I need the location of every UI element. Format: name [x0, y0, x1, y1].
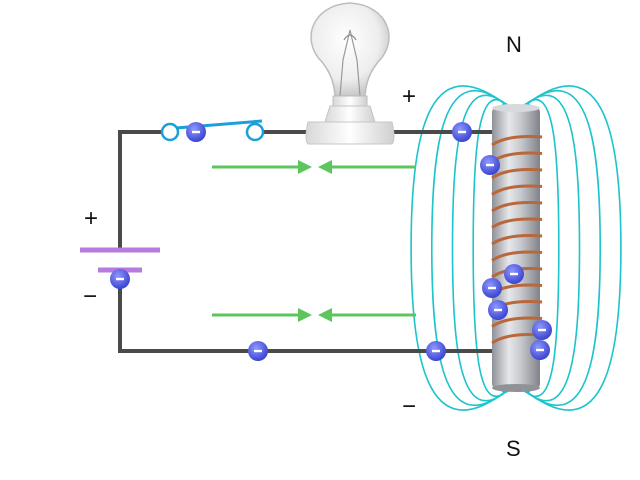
- electron: [452, 122, 472, 142]
- current-arrows: [212, 160, 416, 322]
- light-bulb: [305, 2, 395, 145]
- electron: [482, 278, 502, 298]
- battery-plus-label: +: [84, 205, 98, 232]
- electron-minus-sign: [116, 277, 124, 281]
- coil-turn: [491, 217, 543, 229]
- coil-bottom-sign-label: −: [402, 393, 416, 420]
- arrow-left-bottom: [318, 308, 416, 322]
- coil-turn: [491, 316, 543, 328]
- electron: [248, 341, 268, 361]
- electron: [480, 155, 500, 175]
- electron: [110, 269, 130, 289]
- north-pole-label: N: [506, 32, 522, 57]
- electron-minus-sign: [254, 349, 262, 353]
- coil-turn: [491, 168, 543, 180]
- electron: [530, 340, 550, 360]
- battery: [80, 247, 160, 273]
- electron-minus-sign: [486, 163, 494, 167]
- electron-minus-sign: [432, 349, 440, 353]
- field-line-left: [430, 90, 511, 406]
- coil-turn: [491, 201, 543, 213]
- arrow-right-top: [212, 160, 312, 174]
- electron-minus-sign: [192, 130, 200, 134]
- coil-turn: [491, 250, 543, 262]
- electron-minus-sign: [536, 348, 544, 352]
- electron-minus-sign: [458, 130, 466, 134]
- switch-contact-right: [245, 122, 265, 142]
- electron: [186, 122, 206, 142]
- coil-turn: [491, 184, 543, 196]
- coil-top-sign-label: +: [402, 83, 416, 110]
- field-line-right: [521, 90, 602, 406]
- battery-minus-label: −: [83, 283, 97, 310]
- field-line-left: [410, 85, 511, 411]
- circuit-wire: [118, 130, 500, 353]
- electron-minus-sign: [510, 272, 518, 276]
- switch-contact-left: [160, 122, 180, 142]
- coil-turn: [491, 234, 543, 246]
- south-pole-label: S: [506, 436, 521, 461]
- electron: [504, 264, 524, 284]
- coil-turn: [491, 135, 543, 147]
- arrow-right-bottom: [212, 308, 312, 322]
- electron-minus-sign: [538, 328, 546, 332]
- field-line-left: [451, 94, 511, 402]
- field-line-right: [521, 85, 622, 411]
- field-line-right: [521, 99, 560, 397]
- electrons: [110, 122, 552, 361]
- electron: [532, 320, 552, 340]
- field-line-right: [521, 94, 581, 402]
- field-line-left: [472, 99, 511, 397]
- switch[interactable]: [160, 119, 265, 142]
- electron-minus-sign: [494, 308, 502, 312]
- electron-minus-sign: [488, 286, 496, 290]
- electron: [488, 300, 508, 320]
- arrow-left-top: [318, 160, 416, 174]
- electron: [426, 341, 446, 361]
